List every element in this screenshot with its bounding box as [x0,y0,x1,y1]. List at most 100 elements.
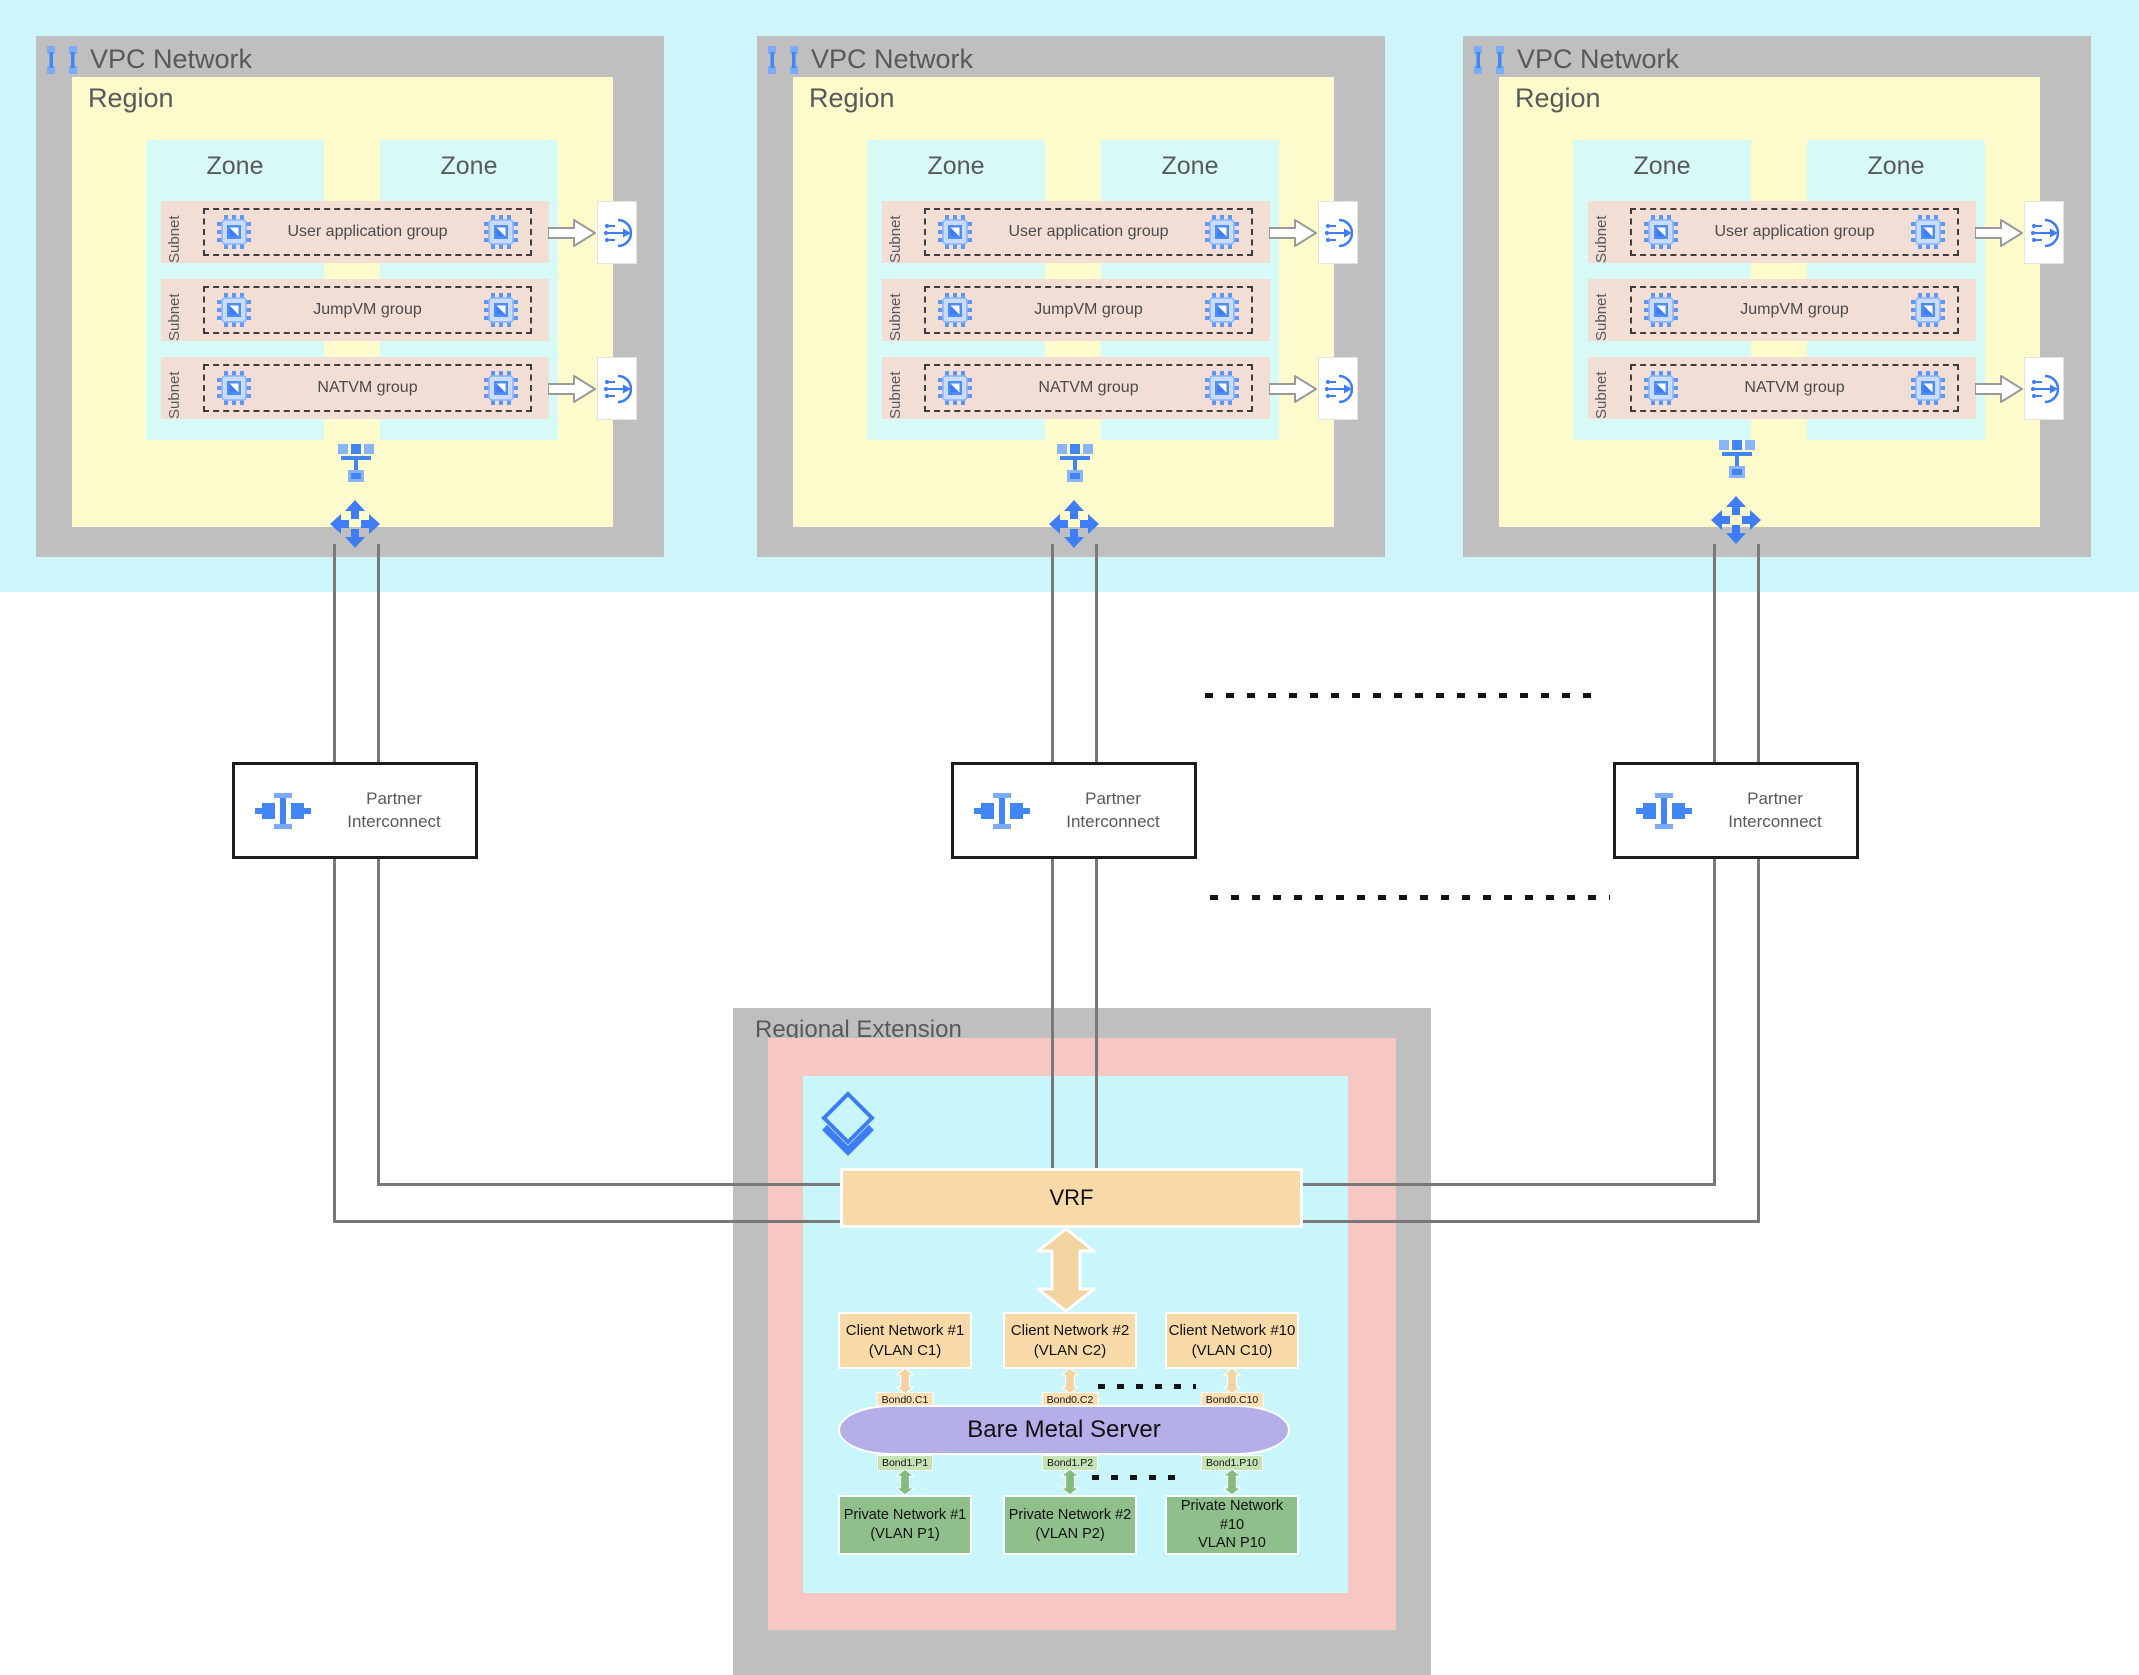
partner-interconnect-label: Partner Interconnect [1728,788,1822,831]
vpc-title: VPC Network [768,44,973,75]
client-network-name: Client Network #2 [1010,1322,1130,1339]
instance-group-box: JumpVM group [203,286,532,334]
connector-line [1300,1183,1716,1186]
right-arrow [1269,219,1317,247]
group-label: User application group [1008,223,1169,240]
instance-group-box: User application group [203,208,532,256]
vm-instance-icon [217,293,251,327]
routes-cross-arrows-icon [1049,500,1099,548]
subnet-label: Subnet [1593,215,1610,263]
bond-double-arrow [1221,1368,1243,1394]
network-icon [338,444,374,482]
vm-instance-icon [1911,371,1945,405]
bare-metal-solution-icon [816,1090,880,1162]
bond-label: Bond0.C1 [876,1392,934,1408]
dotted-continuation-line [1210,895,1610,900]
vm-instance-icon [938,215,972,249]
right-arrow [1269,375,1317,403]
vm-instance-icon [1644,215,1678,249]
subnet-row: Subnet NATVM group [1588,357,1976,419]
zone-label: Zone [1633,152,1691,180]
subnet-row: Subnet NATVM group [161,357,549,419]
load-balancer-icon [602,218,632,248]
region-label: Region [88,83,174,113]
partner-interconnect-box: Partner Interconnect [951,762,1197,859]
bond-double-arrow [1059,1368,1081,1394]
connector-line [1757,544,1760,762]
subnet-label: Subnet [887,215,904,263]
connector-line [1300,1220,1759,1223]
vm-instance-icon [217,371,251,405]
client-network-name: Client Network #1 [845,1322,965,1339]
zone-label: Zone [927,152,985,180]
vm-instance-icon [484,215,518,249]
vm-instance-icon [1205,293,1239,327]
vpc-title: VPC Network [47,44,252,75]
connector-line [377,544,380,762]
load-balancer-box [1318,201,1358,264]
subnet-label: Subnet [166,371,183,419]
right-arrow [548,375,596,403]
load-balancer-box [2024,201,2064,264]
vm-instance-icon [938,371,972,405]
load-balancer-icon [2029,218,2059,248]
private-network-name: Private Network #1 [843,1507,967,1524]
vpc-title-label: VPC Network [811,44,974,74]
routes-cross-arrows-icon [1711,496,1761,544]
load-balancer-box [597,201,637,264]
subnet-label: Subnet [166,293,183,341]
load-balancer-box [597,357,637,420]
region-label: Region [1515,83,1601,113]
bond-double-arrow [894,1469,916,1495]
zone-label: Zone [1867,152,1925,180]
private-network-vlan: VLAN P10 [1198,1535,1266,1552]
right-arrow [548,219,596,247]
dotted-continuation-line [1205,693,1603,698]
instance-group-box: JumpVM group [924,286,1253,334]
bare-metal-server: Bare Metal Server [838,1405,1290,1455]
zone-label: Zone [1161,152,1219,180]
group-label: NATVM group [317,379,418,396]
client-network-vlan: (VLAN C1) [868,1341,942,1359]
load-balancer-icon [2029,374,2059,404]
bond-double-arrow [1059,1469,1081,1495]
client-network-box: Client Network #1 (VLAN C1) [838,1312,972,1369]
private-network-name: Private Network #10 [1180,1497,1284,1533]
connector-line [1713,544,1716,762]
vm-instance-icon [1644,293,1678,327]
connector-line [379,1183,843,1186]
vm-instance-icon [484,293,518,327]
connector-line [1051,859,1054,1170]
instance-group-box: JumpVM group [1630,286,1959,334]
private-network-vlan: (VLAN P2) [1035,1526,1105,1542]
dotted-continuation-line [1098,1384,1196,1389]
subnet-label: Subnet [887,371,904,419]
dotted-continuation-line [1092,1475,1184,1480]
vpc-network-block-3: VPC Network Region Zone Zone Subnet User… [1463,36,2091,557]
private-network-box: Private Network #1 (VLAN P1) [838,1495,972,1555]
subnet-row: Subnet User application group [161,201,549,263]
private-network-box: Private Network #2 (VLAN P2) [1003,1495,1137,1555]
routes-cross-arrows-icon [330,500,380,548]
instance-group-box: User application group [924,208,1253,256]
vm-instance-icon [1911,215,1945,249]
vrf-double-arrow [1034,1228,1098,1312]
connector-line [1095,859,1098,1170]
vpc-network-icon [768,46,798,74]
subnet-row: Subnet User application group [1588,201,1976,263]
connector-line [333,544,336,762]
client-network-box: Client Network #2 (VLAN C2) [1003,1312,1137,1369]
bare-metal-server-label: Bare Metal Server [967,1416,1161,1443]
instance-group-box: User application group [1630,208,1959,256]
subnet-row: Subnet JumpVM group [882,279,1270,341]
vpc-title-label: VPC Network [1517,44,1680,74]
subnet-row: Subnet NATVM group [882,357,1270,419]
client-network-name: Client Network #10 [1168,1322,1296,1339]
partner-interconnect-label: Partner Interconnect [347,788,441,831]
right-arrow [1975,375,2023,403]
vm-instance-icon [1644,371,1678,405]
connector-line [1713,859,1716,1186]
subnet-row: Subnet User application group [882,201,1270,263]
instance-group-box: NATVM group [924,364,1253,412]
